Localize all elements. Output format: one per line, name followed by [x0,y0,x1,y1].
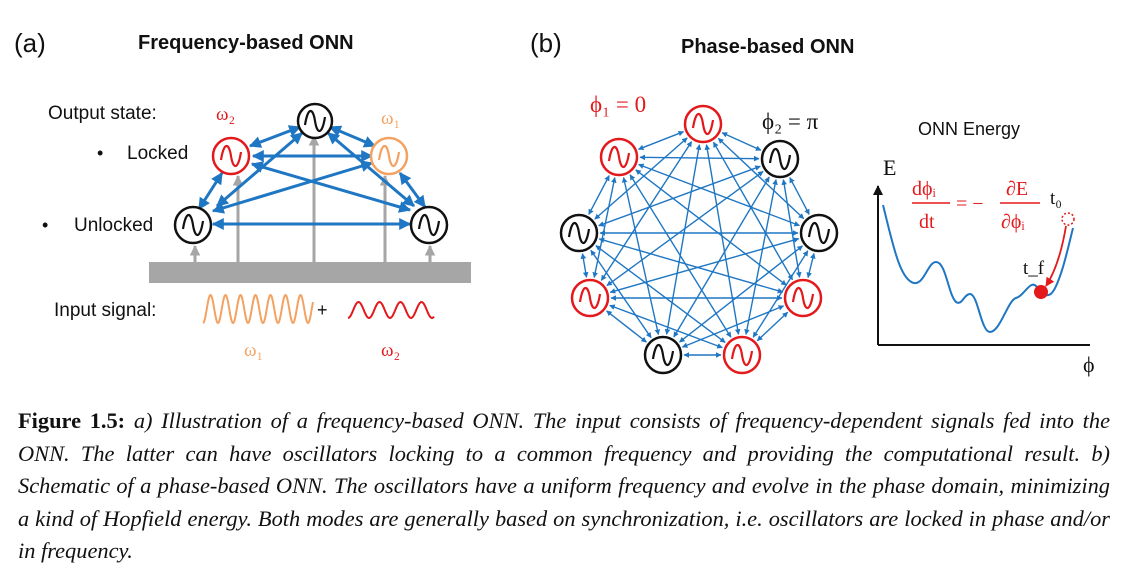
coupling-arrows-a [197,125,427,230]
oscillator-node [683,104,723,144]
phi1-label: ϕ₁ = 0 [590,92,646,117]
oscillator-node [599,137,639,177]
panel-b-label: (b) [530,28,562,58]
energy-curve [882,204,1074,334]
oscillator-node [799,213,839,253]
oscillator-node [559,213,599,253]
oscillator-node [570,278,610,318]
energy-title: ONN Energy [918,119,1020,139]
locked-label: Locked [127,143,188,164]
coupling-link [580,253,589,278]
oscillator-node [760,139,800,179]
locked-bullet: • [97,143,103,163]
plus-sign: + [317,300,328,320]
figure-caption: Figure 1.5: a) Illustration of a frequen… [18,405,1110,568]
omega2-bottom-label: ω₂ [381,340,400,361]
start-state-marker [1061,212,1075,226]
oscillator-top [296,102,334,140]
coupling-link [781,179,802,278]
axis-e-label: E [883,155,896,180]
panel-a-label: (a) [14,28,46,58]
omega2-top-label: ω₂ [216,104,235,125]
omega1-bottom-label: ω₁ [244,340,263,361]
coupling-network-b [580,130,816,358]
panel-a-title: Frequency-based ONN [138,32,354,54]
oscillator-unlocked-right [409,205,449,245]
t0-label: t₀ [1050,188,1062,209]
input-wave-omega2 [347,300,435,320]
caption-label: Figure 1.5: [18,408,126,433]
coupling-link [806,252,816,279]
panel-b-title: Phase-based ONN [681,36,854,58]
eq-den-left: dt [919,211,935,233]
oscillator-node [643,335,683,375]
eq-num-right: ∂E [1006,178,1028,200]
input-wave-omega1 [202,293,314,325]
oscillator-ring-b [559,104,839,375]
descent-arrow [1045,225,1067,287]
coupling-link [756,311,789,342]
eq-num-left: dϕᵢ [912,178,937,200]
coupling-link [606,310,647,343]
oscillator-node [722,335,762,375]
unlocked-label: Unlocked [74,215,153,236]
coupling-link [595,245,726,343]
oscillator-node [783,278,823,318]
oscillator-locked-orange [369,136,409,176]
coupling-link [679,245,803,343]
eq-mid: = − [956,193,984,215]
unlocked-bullet: • [42,215,48,235]
oscillator-unlocked-left [173,205,213,245]
final-state-marker [1034,285,1048,299]
input-signal-label: Input signal: [54,300,156,321]
coupling-link [598,237,784,294]
gradient-equation: dϕᵢ dt = − ∂E ∂ϕᵢ [912,178,1040,233]
axis-phi-label: ϕ [1083,352,1095,377]
tf-label: t_f [1023,258,1045,279]
figure-diagram: (a) Frequency-based ONN Output state: • … [14,28,1095,377]
caption-text: a) Illustration of a frequency-based ONN… [18,408,1111,563]
phi2-label: ϕ₂ = π [762,109,819,134]
input-substrate-bar [149,262,471,283]
omega1-top-label: ω₁ [381,108,400,129]
coupling-link [639,154,760,162]
output-state-label: Output state: [48,103,157,124]
eq-den-right: ∂ϕᵢ [1001,211,1025,233]
oscillator-locked-red [211,136,251,176]
